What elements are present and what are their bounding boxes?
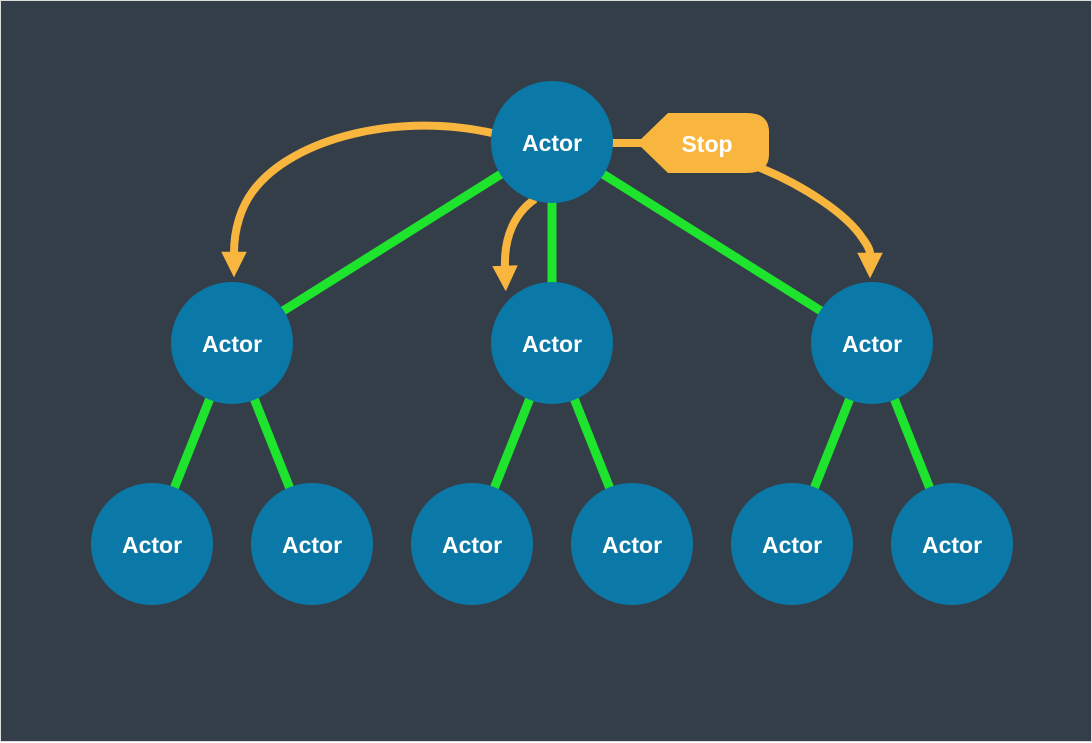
actor-node-supervisor-center: Actor bbox=[491, 282, 613, 404]
stop-arrow-to-right-supervisor bbox=[756, 163, 883, 279]
actor-circle bbox=[571, 483, 693, 605]
actor-circle bbox=[811, 282, 933, 404]
actor-circle bbox=[91, 483, 213, 605]
actor-node-worker-left-1: Actor bbox=[91, 483, 213, 605]
actor-node-supervisor-right: Actor bbox=[811, 282, 933, 404]
actor-label: Actor bbox=[602, 532, 662, 558]
actor-circle bbox=[891, 483, 1013, 605]
actor-nodes: Actor Actor Actor Actor Actor Actor bbox=[91, 81, 1013, 605]
stop-badge-label: Stop bbox=[681, 131, 732, 157]
stop-arrow-to-left-supervisor bbox=[221, 121, 493, 278]
actor-label: Actor bbox=[762, 532, 822, 558]
actor-circle bbox=[251, 483, 373, 605]
stop-signal-badge: Stop bbox=[637, 113, 769, 173]
actor-circle bbox=[491, 81, 613, 203]
actor-node-worker-left-2: Actor bbox=[251, 483, 373, 605]
actor-label: Actor bbox=[202, 331, 262, 357]
actor-circle bbox=[731, 483, 853, 605]
actor-node-worker-center-2: Actor bbox=[571, 483, 693, 605]
actor-node-root: Actor bbox=[491, 81, 613, 203]
actor-label: Actor bbox=[842, 331, 902, 357]
actor-circle bbox=[411, 483, 533, 605]
actor-circle bbox=[171, 282, 293, 404]
actor-node-worker-center-1: Actor bbox=[411, 483, 533, 605]
actor-label: Actor bbox=[922, 532, 982, 558]
stop-badge-shape bbox=[637, 113, 769, 173]
actor-label: Actor bbox=[522, 130, 582, 156]
stop-arrow-to-center-supervisor bbox=[492, 195, 538, 292]
actor-node-worker-right-2: Actor bbox=[891, 483, 1013, 605]
actor-node-supervisor-left: Actor bbox=[171, 282, 293, 404]
actor-label: Actor bbox=[442, 532, 502, 558]
edge-root-to-left-supervisor bbox=[229, 138, 555, 347]
actor-label: Actor bbox=[282, 532, 342, 558]
actor-label: Actor bbox=[522, 331, 582, 357]
edge-root-to-right-supervisor bbox=[549, 138, 875, 347]
actor-node-worker-right-1: Actor bbox=[731, 483, 853, 605]
actor-label: Actor bbox=[122, 532, 182, 558]
actor-circle bbox=[491, 282, 613, 404]
